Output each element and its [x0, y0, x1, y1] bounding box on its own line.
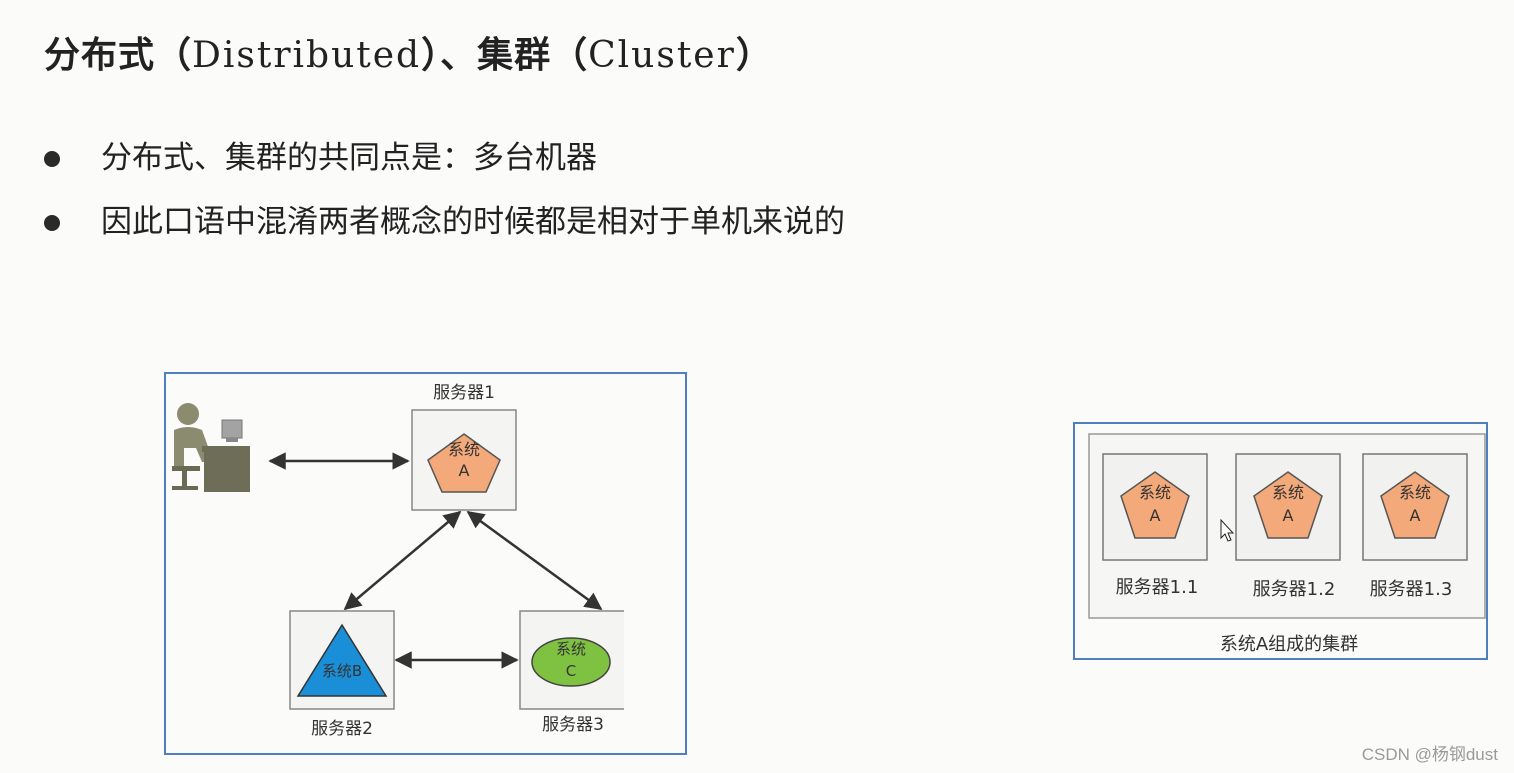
bullet-dot-icon: [44, 215, 60, 231]
system-b-label: 系统B: [322, 662, 362, 680]
system-a-label-1: 系统: [1139, 483, 1171, 502]
distributed-diagram-canvas: 服务器1 系统 A 系统B 服务器2 系统 C 服务器3: [172, 383, 685, 739]
system-a-label-1: 系统: [1399, 483, 1431, 502]
system-c-ellipse: [531, 637, 611, 687]
title-text-cn-3: ）: [735, 35, 773, 76]
system-c-label-2: C: [566, 662, 576, 680]
bullet-text: 分布式、集群的共同点是：多台机器: [101, 140, 597, 176]
server2-label: 服务器2: [311, 719, 373, 739]
bullet-item: 分布式、集群的共同点是：多台机器: [44, 138, 845, 202]
cluster-diagram-canvas: 系统 A 服务器1.1 系统 A 服务器1.2 系统 A 服务器1.3 系统A组…: [1088, 433, 1486, 655]
system-a-label-2: A: [1410, 506, 1421, 525]
title-text-cn-2: ）、集群（: [421, 35, 589, 76]
title-text-distributed: Distributed: [192, 35, 422, 76]
server-1-1-label: 服务器1.1: [1116, 577, 1199, 598]
system-a-pentagon: [427, 433, 501, 493]
user-at-desk-icon: [172, 403, 250, 492]
system-c-label-1: 系统: [556, 640, 586, 658]
cluster-node-3: 系统 A 服务器1.3: [1362, 453, 1468, 600]
mouse-cursor-icon: [1220, 518, 1235, 542]
cluster-node-2: 系统 A 服务器1.2: [1235, 453, 1341, 600]
server-1-2-label: 服务器1.2: [1253, 579, 1336, 600]
system-a-pentagon: [1120, 471, 1190, 539]
system-a-label-1: 系统: [1272, 483, 1304, 502]
system-a-label-1: 系统: [448, 440, 480, 459]
watermark: CSDN @杨钢dust: [1361, 745, 1498, 764]
cluster-caption: 系统A组成的集群: [1220, 634, 1358, 655]
system-a-label-2: A: [1150, 506, 1161, 525]
bullet-item: 因此口语中混淆两者概念的时候都是相对于单机来说的: [44, 202, 845, 266]
bullet-list: 分布式、集群的共同点是：多台机器 因此口语中混淆两者概念的时候都是相对于单机来说…: [44, 138, 845, 266]
system-a-pentagon: [1253, 471, 1323, 539]
server1-label: 服务器1: [433, 383, 495, 403]
title-text-cn-1: 分布式（: [44, 35, 193, 76]
distributed-diagram: 服务器1 系统 A 系统B 服务器2 系统 C 服务器3: [164, 372, 687, 755]
bullet-text: 因此口语中混淆两者概念的时候都是相对于单机来说的: [101, 204, 845, 240]
cluster-diagram: 系统 A 服务器1.1 系统 A 服务器1.2 系统 A 服务器1.3 系统A组…: [1073, 422, 1488, 660]
system-a-pentagon: [1380, 471, 1450, 539]
title-text-cluster: Cluster: [588, 35, 736, 76]
bullet-dot-icon: [44, 151, 60, 167]
cluster-node-1: 系统 A 服务器1.1: [1102, 453, 1208, 598]
system-b-triangle: [296, 623, 388, 697]
server-1-3-label: 服务器1.3: [1370, 579, 1453, 600]
system-a-label-2: A: [1283, 506, 1294, 525]
server1-server2-arrow: [343, 510, 462, 611]
page-title: 分布式（Distributed）、集群（Cluster）: [44, 26, 773, 78]
server1-server3-arrow: [466, 510, 603, 611]
system-a-label-2: A: [459, 461, 470, 480]
server3-label: 服务器3: [542, 715, 604, 735]
